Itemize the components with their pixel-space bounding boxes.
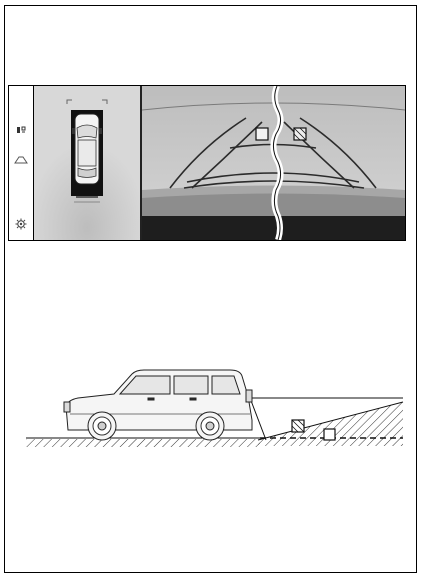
top-down-view — [34, 86, 142, 240]
camera-display — [8, 85, 406, 241]
display-sidebar — [9, 86, 34, 240]
parking-assist-icon[interactable] — [13, 122, 29, 138]
slope-box-hatched — [292, 420, 304, 432]
settings-gear-icon[interactable] — [13, 216, 29, 232]
rear-camera-view — [142, 86, 405, 240]
obstacle-box-near — [256, 128, 268, 140]
vehicle-top-view — [72, 114, 102, 184]
camera-view-icon[interactable] — [13, 152, 29, 168]
bumper-bar — [142, 216, 405, 240]
obstacle-box-far — [294, 128, 306, 140]
slope-box-plain — [324, 429, 335, 440]
slope-illustration — [20, 360, 410, 460]
vehicle-side-view — [64, 370, 252, 440]
